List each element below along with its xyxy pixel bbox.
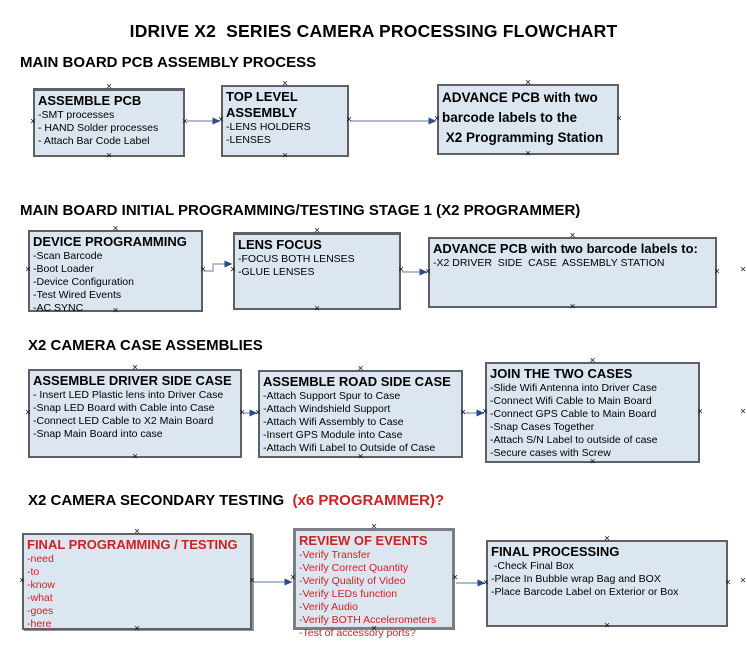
box-item: -Secure cases with Screw xyxy=(490,447,611,459)
box-item: -Snap Cases Together xyxy=(490,421,595,433)
box-item: -Place In Bubble wrap Bag and BOX xyxy=(491,573,661,585)
connector-arrow[interactable] xyxy=(204,260,233,272)
box-title: ASSEMBLE PCB xyxy=(38,93,142,108)
box-title: ADVANCE PCB with two barcode labels to: xyxy=(433,241,698,256)
flow-box-lens-focus[interactable]: LENS FOCUS -FOCUS BOTH LENSES-GLUE LENSE… xyxy=(233,232,401,310)
box-item: -Check Final Box xyxy=(491,560,574,572)
flow-box-assemble-road-side-case[interactable]: ASSEMBLE ROAD SIDE CASE -Attach Support … xyxy=(258,370,463,458)
box-item: -Snap Main Board into case xyxy=(33,428,163,440)
box-item: -AC SYNC xyxy=(33,302,84,314)
box-item: -Scan Barcode xyxy=(33,250,103,262)
flow-box-advance-pcb-driver-side-station[interactable]: ADVANCE PCB with two barcode labels to: … xyxy=(428,237,717,308)
box-item: -what xyxy=(27,592,53,604)
box-item: -here xyxy=(27,618,52,630)
box-item: -LENS HOLDERS xyxy=(226,121,311,133)
box-title: DEVICE PROGRAMMING xyxy=(33,234,187,249)
box-item: -Insert GPS Module into Case xyxy=(263,429,403,441)
box-item: -Verify Transfer xyxy=(299,549,371,561)
box-item: -X2 DRIVER SIDE CASE ASSEMBLY STATION xyxy=(433,257,665,269)
box-title: REVIEW OF EVENTS xyxy=(299,533,428,548)
box-item: -Attach Wifi Assembly to Case xyxy=(263,416,404,428)
box-title: FINAL PROCESSING xyxy=(491,544,620,559)
section-heading-text: MAIN BOARD INITIAL PROGRAMMING/TESTING S… xyxy=(20,202,581,219)
box-items: -SMT processes- HAND Solder processes- A… xyxy=(38,109,180,148)
flow-box-final-processing[interactable]: FINAL PROCESSING -Check Final Box-Place … xyxy=(486,540,728,627)
box-item: -Test Wired Events xyxy=(33,289,122,301)
box-item: -Attach Wifi Label to Outside of Case xyxy=(263,442,436,454)
box-item: -Connect GPS Cable to Main Board xyxy=(490,408,657,420)
section-heading-accent: (x6 PROGRAMMER)? xyxy=(292,492,445,509)
box-title: ADVANCE PCB with two barcode labels to t… xyxy=(442,90,604,145)
box-item: - Attach Bar Code Label xyxy=(38,135,150,147)
box-item: - HAND Solder processes xyxy=(38,122,159,134)
box-item: -Attach Support Spur to Case xyxy=(263,390,401,402)
connection-handle[interactable]: × xyxy=(740,406,746,418)
box-item: -Connect Wifi Cable to Main Board xyxy=(490,395,652,407)
box-items: -X2 DRIVER SIDE CASE ASSEMBLY STATION xyxy=(433,257,712,270)
box-item: -FOCUS BOTH LENSES xyxy=(238,253,355,265)
box-title: JOIN THE TWO CASES xyxy=(490,366,633,381)
section-heading-text: X2 CAMERA SECONDARY TESTING xyxy=(28,492,293,509)
connection-handle[interactable]: × xyxy=(740,575,746,587)
box-title: FINAL PROGRAMMING / TESTING xyxy=(27,537,238,552)
connection-handle[interactable]: × xyxy=(740,264,746,276)
section-heading-pcb-assembly: MAIN BOARD PCB ASSEMBLY PROCESS xyxy=(20,54,316,71)
section-heading-initial-programming: MAIN BOARD INITIAL PROGRAMMING/TESTING S… xyxy=(20,202,580,219)
box-items: -Verify Transfer-Verify Correct Quantity… xyxy=(299,549,449,640)
box-items: -FOCUS BOTH LENSES-GLUE LENSES xyxy=(238,253,396,279)
box-item: -GLUE LENSES xyxy=(238,266,315,278)
box-title: ASSEMBLE DRIVER SIDE CASE xyxy=(33,373,232,388)
box-title: ASSEMBLE ROAD SIDE CASE xyxy=(263,374,451,389)
box-items: -Slide Wifi Antenna into Driver Case-Con… xyxy=(490,382,695,460)
section-heading-case-assemblies: X2 CAMERA CASE ASSEMBLIES xyxy=(28,337,263,354)
flow-box-review-of-events[interactable]: REVIEW OF EVENTS -Verify Transfer-Verify… xyxy=(293,528,455,639)
box-item: -Verify LEDs function xyxy=(299,588,398,600)
flow-box-assemble-driver-side-case[interactable]: ASSEMBLE DRIVER SIDE CASE - Insert LED P… xyxy=(28,369,242,458)
box-item: -Place Barcode Label on Exterior or Box xyxy=(491,586,679,598)
box-title: LENS FOCUS xyxy=(238,237,322,252)
flow-box-device-programming[interactable]: DEVICE PROGRAMMING -Scan Barcode-Boot Lo… xyxy=(28,230,203,315)
box-item: -LENSES xyxy=(226,134,271,146)
section-heading-text: MAIN BOARD PCB ASSEMBLY PROCESS xyxy=(20,54,317,71)
flow-box-assemble-pcb[interactable]: ASSEMBLE PCB -SMT processes- HAND Solder… xyxy=(33,88,185,157)
box-items: -Scan Barcode-Boot Loader-Device Configu… xyxy=(33,250,198,315)
box-title: TOP LEVEL ASSEMBLY xyxy=(226,89,301,120)
box-item: -Attach S/N Label to outside of case xyxy=(490,434,658,446)
box-item: -SMT processes xyxy=(38,109,115,121)
box-item: -Attach Windshield Support xyxy=(263,403,391,415)
page-title: IDRIVE X2 SERIES CAMERA PROCESSING FLOWC… xyxy=(129,21,618,41)
box-items: -need-to-know-what-goes-here xyxy=(27,553,247,631)
box-item: -know xyxy=(27,579,56,591)
box-item: -need xyxy=(27,553,54,565)
section-heading-text: X2 CAMERA CASE ASSEMBLIES xyxy=(28,337,263,354)
box-item: -Verify Audio xyxy=(299,601,358,613)
flow-box-top-level-assembly[interactable]: TOP LEVEL ASSEMBLY -LENS HOLDERS-LENSES xyxy=(221,85,349,157)
box-items: -Attach Support Spur to Case-Attach Wind… xyxy=(263,390,458,455)
flow-box-final-programming-testing[interactable]: FINAL PROGRAMMING / TESTING -need-to-kno… xyxy=(22,533,252,630)
flow-box-advance-pcb-programming-station[interactable]: ADVANCE PCB with two barcode labels to t… xyxy=(437,84,619,155)
box-items: -Check Final Box-Place In Bubble wrap Ba… xyxy=(491,560,723,599)
flow-box-join-the-two-cases[interactable]: JOIN THE TWO CASES -Slide Wifi Antenna i… xyxy=(485,362,700,463)
box-item: -Connect LED Cable to X2 Main Board xyxy=(33,415,214,427)
section-heading-secondary-testing: X2 CAMERA SECONDARY TESTING (x6 PROGRAMM… xyxy=(28,492,444,509)
box-item: -Verify Correct Quantity xyxy=(299,562,409,574)
box-item: - Insert LED Plastic lens into Driver Ca… xyxy=(33,389,224,401)
box-item: -Device Configuration xyxy=(33,276,134,288)
box-item: -Snap LED Board with Cable into Case xyxy=(33,402,215,414)
box-item: -goes xyxy=(27,605,54,617)
box-items: - Insert LED Plastic lens into Driver Ca… xyxy=(33,389,237,441)
box-item: -Test of accessory ports? xyxy=(299,627,416,639)
box-item: -Verify Quality of Video xyxy=(299,575,406,587)
box-items: -LENS HOLDERS-LENSES xyxy=(226,121,344,147)
box-item: -Slide Wifi Antenna into Driver Case xyxy=(490,382,657,394)
box-item: -to xyxy=(27,566,40,578)
box-item: -Verify BOTH Accelerometers xyxy=(299,614,437,626)
box-item: -Boot Loader xyxy=(33,263,94,275)
